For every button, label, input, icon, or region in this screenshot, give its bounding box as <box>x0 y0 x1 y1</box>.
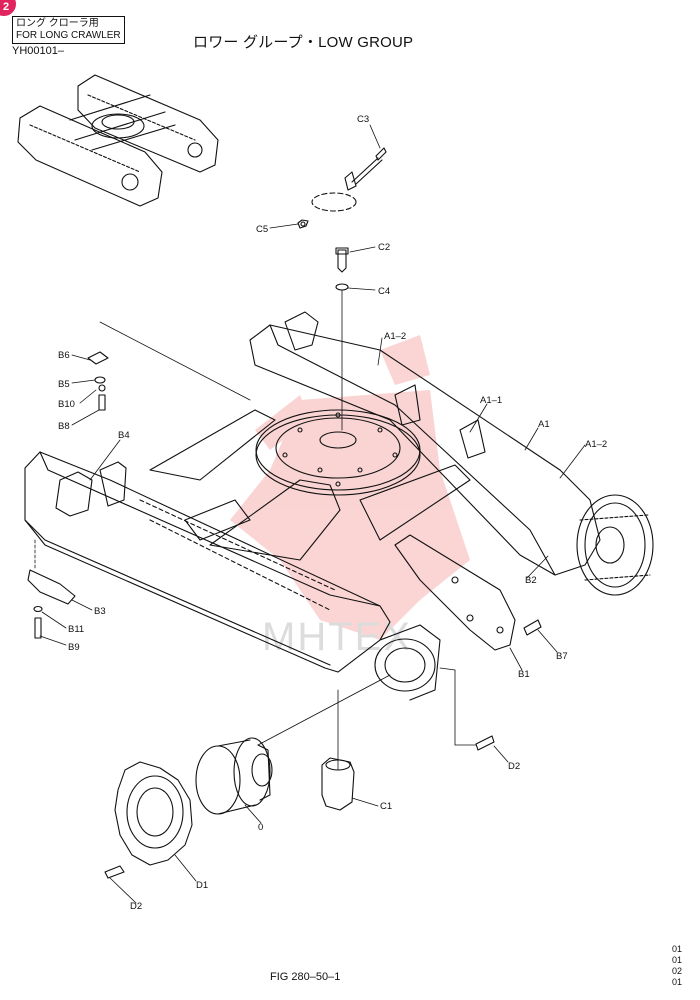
callout-b1: B1 <box>518 669 530 680</box>
crawler-thumbnail <box>17 74 219 207</box>
callout-b5: B5 <box>58 379 70 390</box>
callout-c5: C5 <box>256 224 268 235</box>
callout-c1: C1 <box>380 801 392 812</box>
callout-b7: B7 <box>556 651 568 662</box>
figure-number: FIG 280–50–1 <box>270 971 341 983</box>
callout-b10: B10 <box>58 399 75 410</box>
revision-code: 01 <box>672 944 683 954</box>
track-frame <box>24 311 654 701</box>
callout-b8: B8 <box>58 421 70 432</box>
callout-d2-right: D2 <box>508 761 520 772</box>
travel-motor <box>195 737 273 815</box>
track-guard <box>394 534 516 651</box>
crawler-note-english: FOR LONG CRAWLER <box>16 30 121 41</box>
leader-lines <box>34 124 586 904</box>
callout-c2: C2 <box>378 242 390 253</box>
callout-d2-left: D2 <box>130 901 142 912</box>
callout-b4: B4 <box>118 430 130 441</box>
callout-a1-2-top: A1–2 <box>384 331 406 342</box>
d2-bolt <box>475 735 495 751</box>
serial-number: YH00101– <box>12 45 64 57</box>
revision-codes: 01 01 02 01 <box>672 944 682 988</box>
callout-0: 0 <box>258 822 263 833</box>
callout-c3: C3 <box>357 114 369 125</box>
bearing-clamp-group <box>297 147 387 431</box>
callout-b6: B6 <box>58 350 70 361</box>
callout-a1: A1 <box>538 419 550 430</box>
callout-b2: B2 <box>525 575 537 586</box>
callout-b3: B3 <box>94 606 106 617</box>
crawler-note-box: ロング クローラ用 FOR LONG CRAWLER <box>12 16 125 44</box>
callout-a1-1: A1–1 <box>480 395 502 406</box>
center-joint <box>321 689 355 811</box>
callout-a1-2-right: A1–2 <box>585 439 607 450</box>
left-small-parts <box>27 351 109 639</box>
watermark-logo <box>230 335 470 640</box>
drive-sprocket <box>104 761 193 879</box>
revision-code: 01 <box>672 977 683 987</box>
page-badge: 2 <box>0 0 16 16</box>
b7-bolt <box>523 619 542 636</box>
callout-b9: B9 <box>68 642 80 653</box>
callout-b11: B11 <box>68 624 84 635</box>
callout-d1: D1 <box>196 880 208 891</box>
revision-code: 01 <box>672 955 683 965</box>
callout-labels: C3 C5 C2 C4 A1–2 A1–1 A1 A1–2 B6 B5 B10 … <box>58 114 607 912</box>
page-title: ロワー グループ・LOW GROUP <box>193 34 414 51</box>
callout-c4: C4 <box>378 286 390 297</box>
crawler-note-japanese: ロング クローラ用 <box>16 18 99 29</box>
revision-code: 02 <box>672 966 683 976</box>
